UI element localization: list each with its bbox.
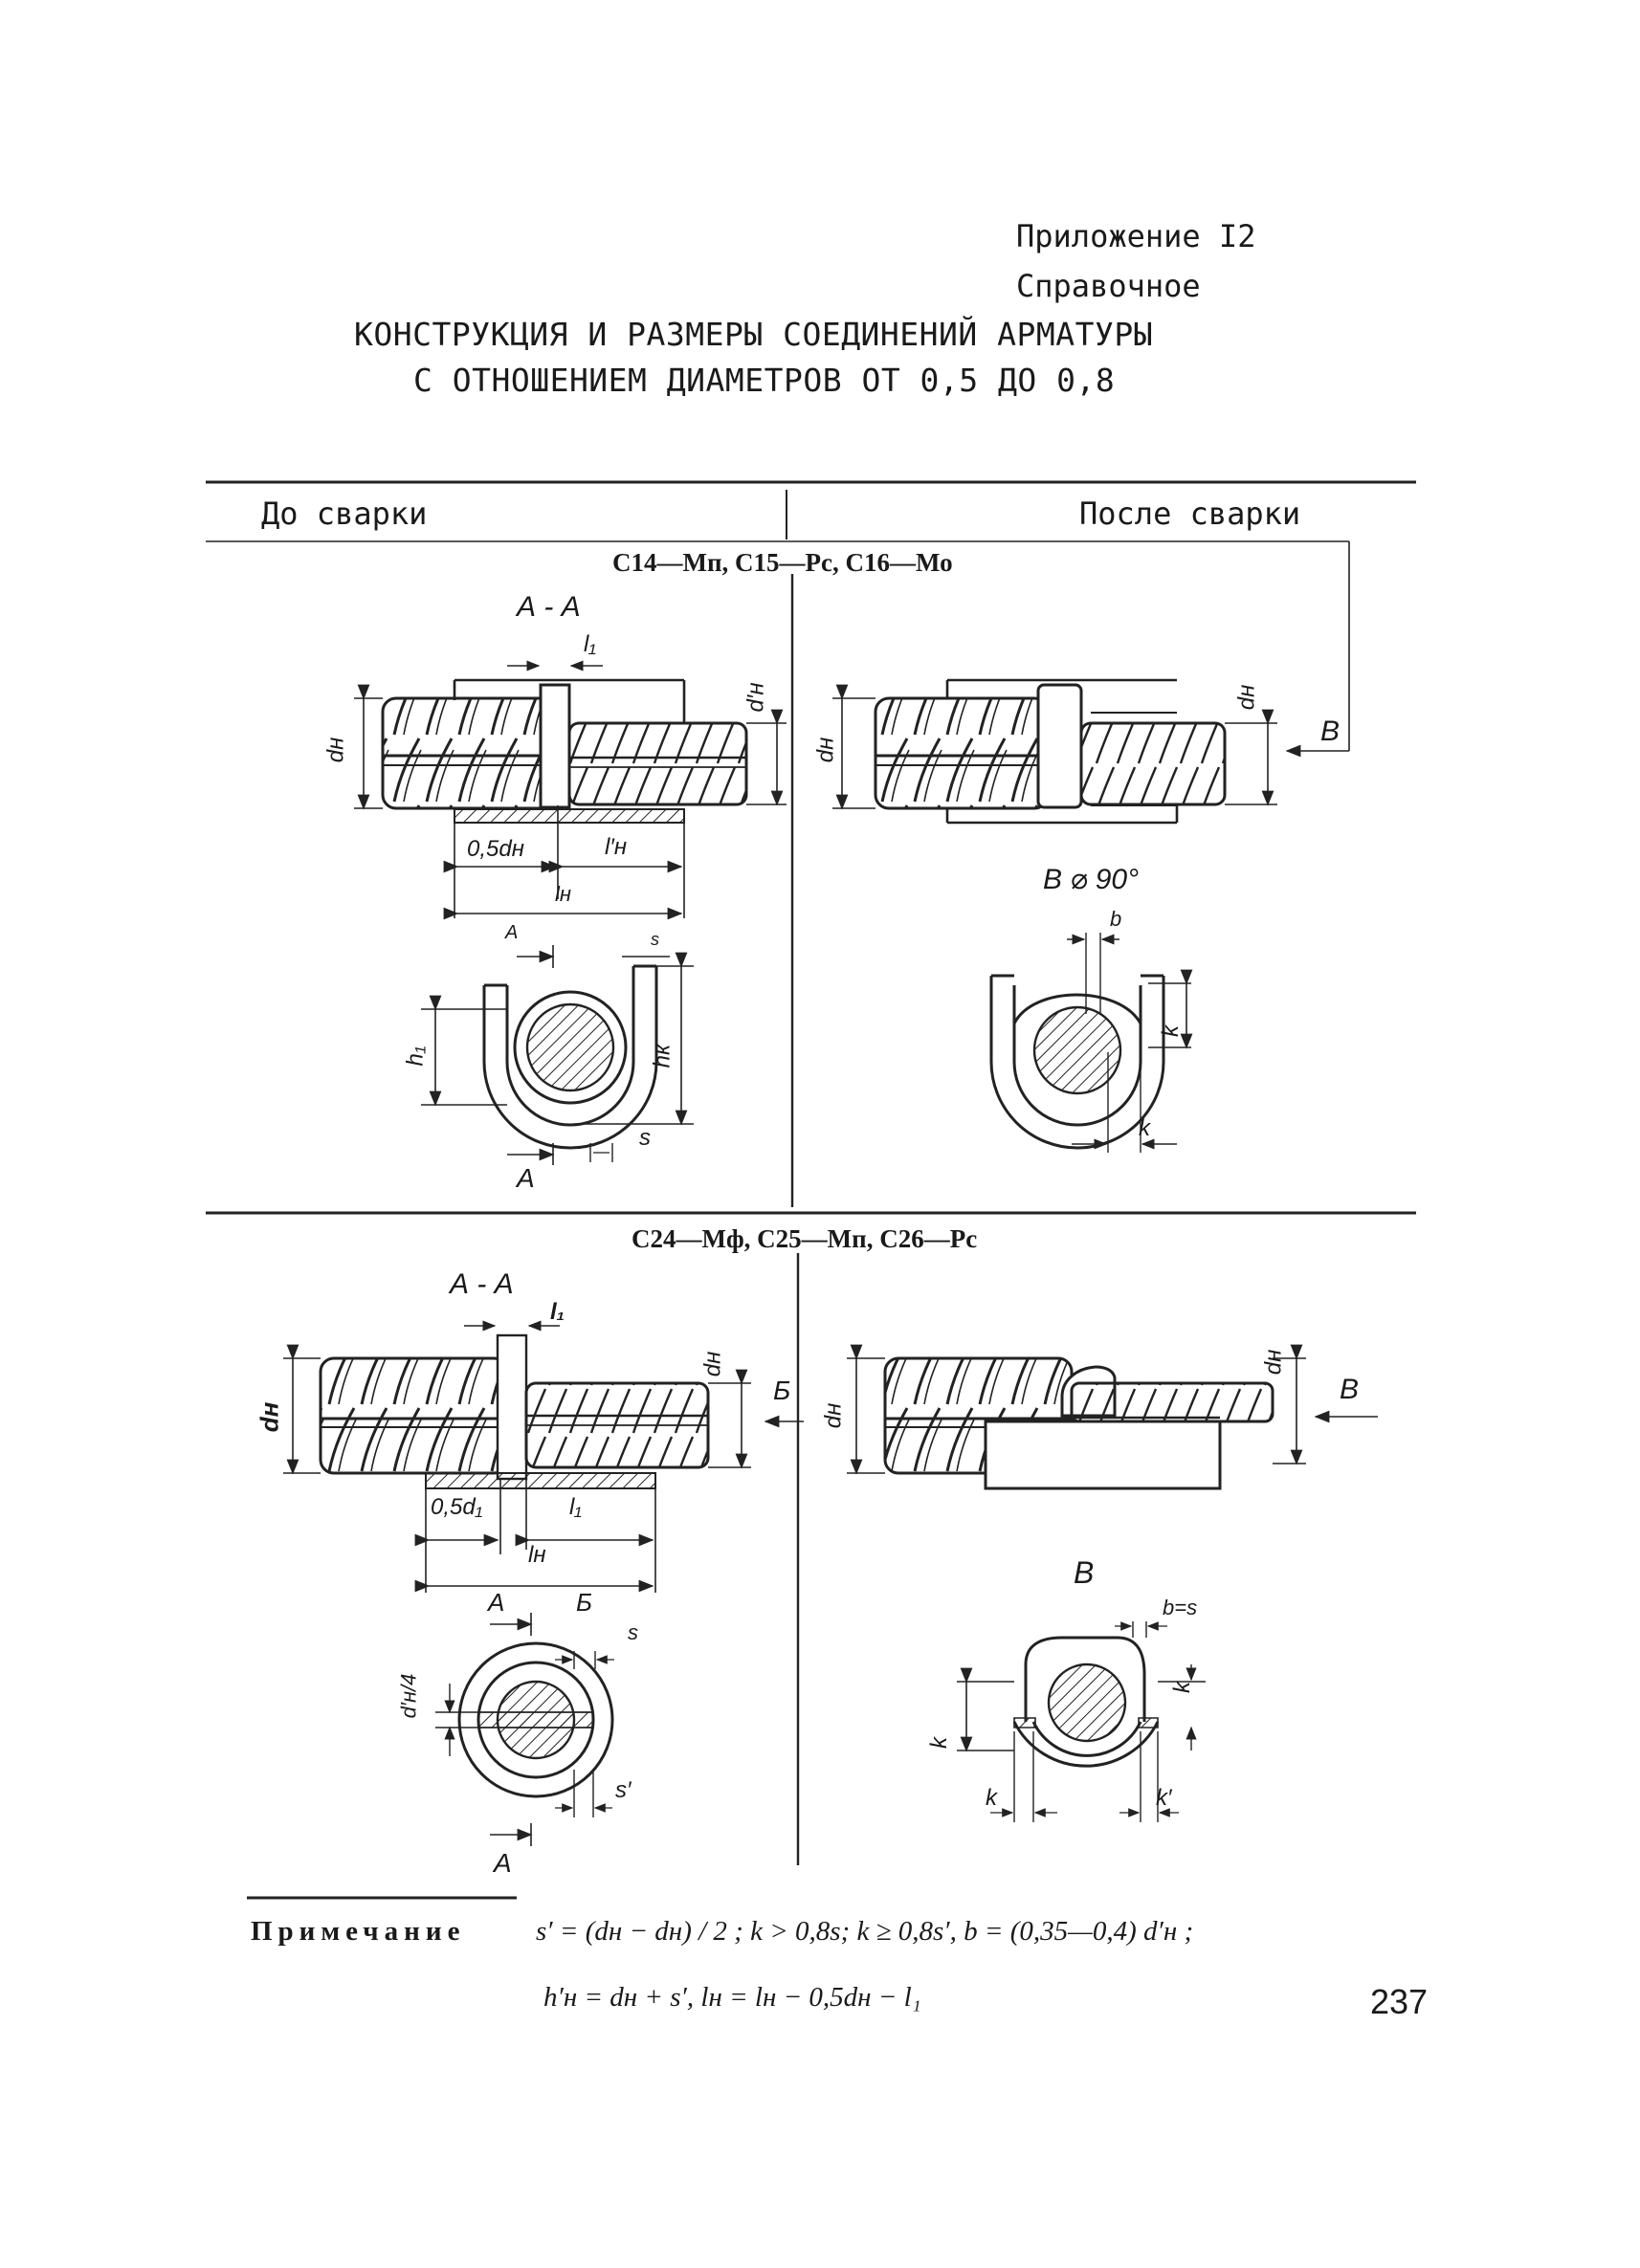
s2-label-view-b-arrow: В: [1340, 1374, 1360, 1405]
s1-label-k-bottom: k: [1139, 1115, 1150, 1141]
page-number: 237: [1370, 1982, 1429, 2021]
column-header-after: После сварки: [1079, 495, 1301, 532]
s2-after-label-dn-left: dн: [820, 1402, 847, 1429]
s2-label-k-prime: k′: [1156, 1785, 1172, 1811]
s1-label-s: s: [639, 1125, 651, 1151]
s1-label-a-top: А: [505, 922, 519, 943]
section1-title: С14—Мп, С15—Рс, С16—Мо: [612, 548, 953, 577]
s1-before-bars: [354, 660, 787, 920]
s2-label-l1-bottom: l₁: [569, 1494, 582, 1520]
s2-label-a-mid: А: [488, 1588, 505, 1617]
table-frame: [206, 480, 1416, 1900]
s1-before-section: [421, 945, 694, 1165]
s1-after-view: [989, 933, 1193, 1153]
s1-after-bars: [832, 541, 1350, 825]
s2-label-l1: l₁: [550, 1299, 565, 1325]
s1-label-ln: lн: [555, 882, 571, 906]
section2-title: С24—Мф, С25—Мп, С26—Рс: [632, 1224, 978, 1253]
s2-label-dn-left: dн: [255, 1401, 284, 1433]
s2-label-dn4: d′н/4: [396, 1673, 421, 1719]
s2-after-view: [957, 1621, 1206, 1822]
page-title-line2: С ОТНОШЕНИЕМ ДИАМЕТРОВ ОТ 0,5 ДО 0,8: [413, 362, 1116, 399]
s2-section-label: А - А: [450, 1268, 514, 1300]
s1-after-label-dn-right: dн: [1233, 684, 1260, 711]
s1-label-dn: dн: [322, 737, 349, 763]
appendix-number: Приложение I2: [1016, 218, 1256, 254]
s2-label-b-mid: Б: [576, 1588, 592, 1617]
s1-label-hk: hк: [649, 1044, 676, 1068]
s2-label-s-prime: s′: [615, 1777, 632, 1803]
s2-label-k-right: k: [1169, 1682, 1195, 1693]
s1-label-s-top: s: [651, 930, 659, 949]
s2-label-half: 0,5d₁: [431, 1494, 483, 1520]
s2-label-s: s: [628, 1620, 638, 1644]
page-title-line1: КОНСТРУКЦИЯ И РАЗМЕРЫ СОЕДИНЕНИЙ АРМАТУР…: [354, 316, 1154, 353]
s2-view-label: В: [1074, 1555, 1095, 1590]
note-formula-2: h′н = dн + s′, lн = lн − 0,5dн − l₁: [543, 1982, 921, 2013]
s1-label-b: b: [1110, 907, 1122, 931]
s2-before-section: [435, 1613, 614, 1846]
s1-label-k-side: k: [1158, 1025, 1184, 1037]
s1-label-dn-prime: d′н: [742, 682, 769, 713]
note-formula-1: s′ = (dн − dн) / 2 ; k > 0,8s; k ≥ 0,8s′…: [536, 1916, 1194, 1947]
s1-view-label: В ⌀ 90°: [1043, 864, 1140, 895]
s2-label-b-arrow: Б: [773, 1376, 791, 1405]
s2-label-k-bottom: k: [986, 1785, 997, 1811]
s2-after-bars: [847, 1344, 1378, 1490]
s2-label-dn-right: dн: [699, 1351, 726, 1377]
s1-label-a-bottom: А: [517, 1163, 535, 1193]
appendix-type: Справочное: [1016, 268, 1201, 304]
s1-label-l1: l₁: [584, 631, 596, 657]
s2-label-b-eq-s: b=s: [1163, 1596, 1198, 1619]
s2-label-a-bottom: А: [494, 1848, 512, 1878]
s2-after-label-dn-right: dн: [1260, 1349, 1287, 1376]
s1-label-view-b: В: [1320, 716, 1341, 747]
s1-label-half-dn: 0,5dн: [467, 836, 524, 862]
s1-label-h1: h₁: [402, 1046, 429, 1067]
s1-after-label-dn: dн: [812, 737, 839, 763]
s2-label-ln: lн: [528, 1542, 546, 1568]
note-label: Примечание: [251, 1916, 466, 1947]
s2-before-bars: [283, 1320, 804, 1593]
s1-label-ln-prime: l′н: [605, 834, 628, 860]
s2-label-k-left: k: [926, 1737, 952, 1749]
column-header-before: До сварки: [261, 495, 428, 532]
s1-section-label: А - А: [517, 591, 581, 623]
